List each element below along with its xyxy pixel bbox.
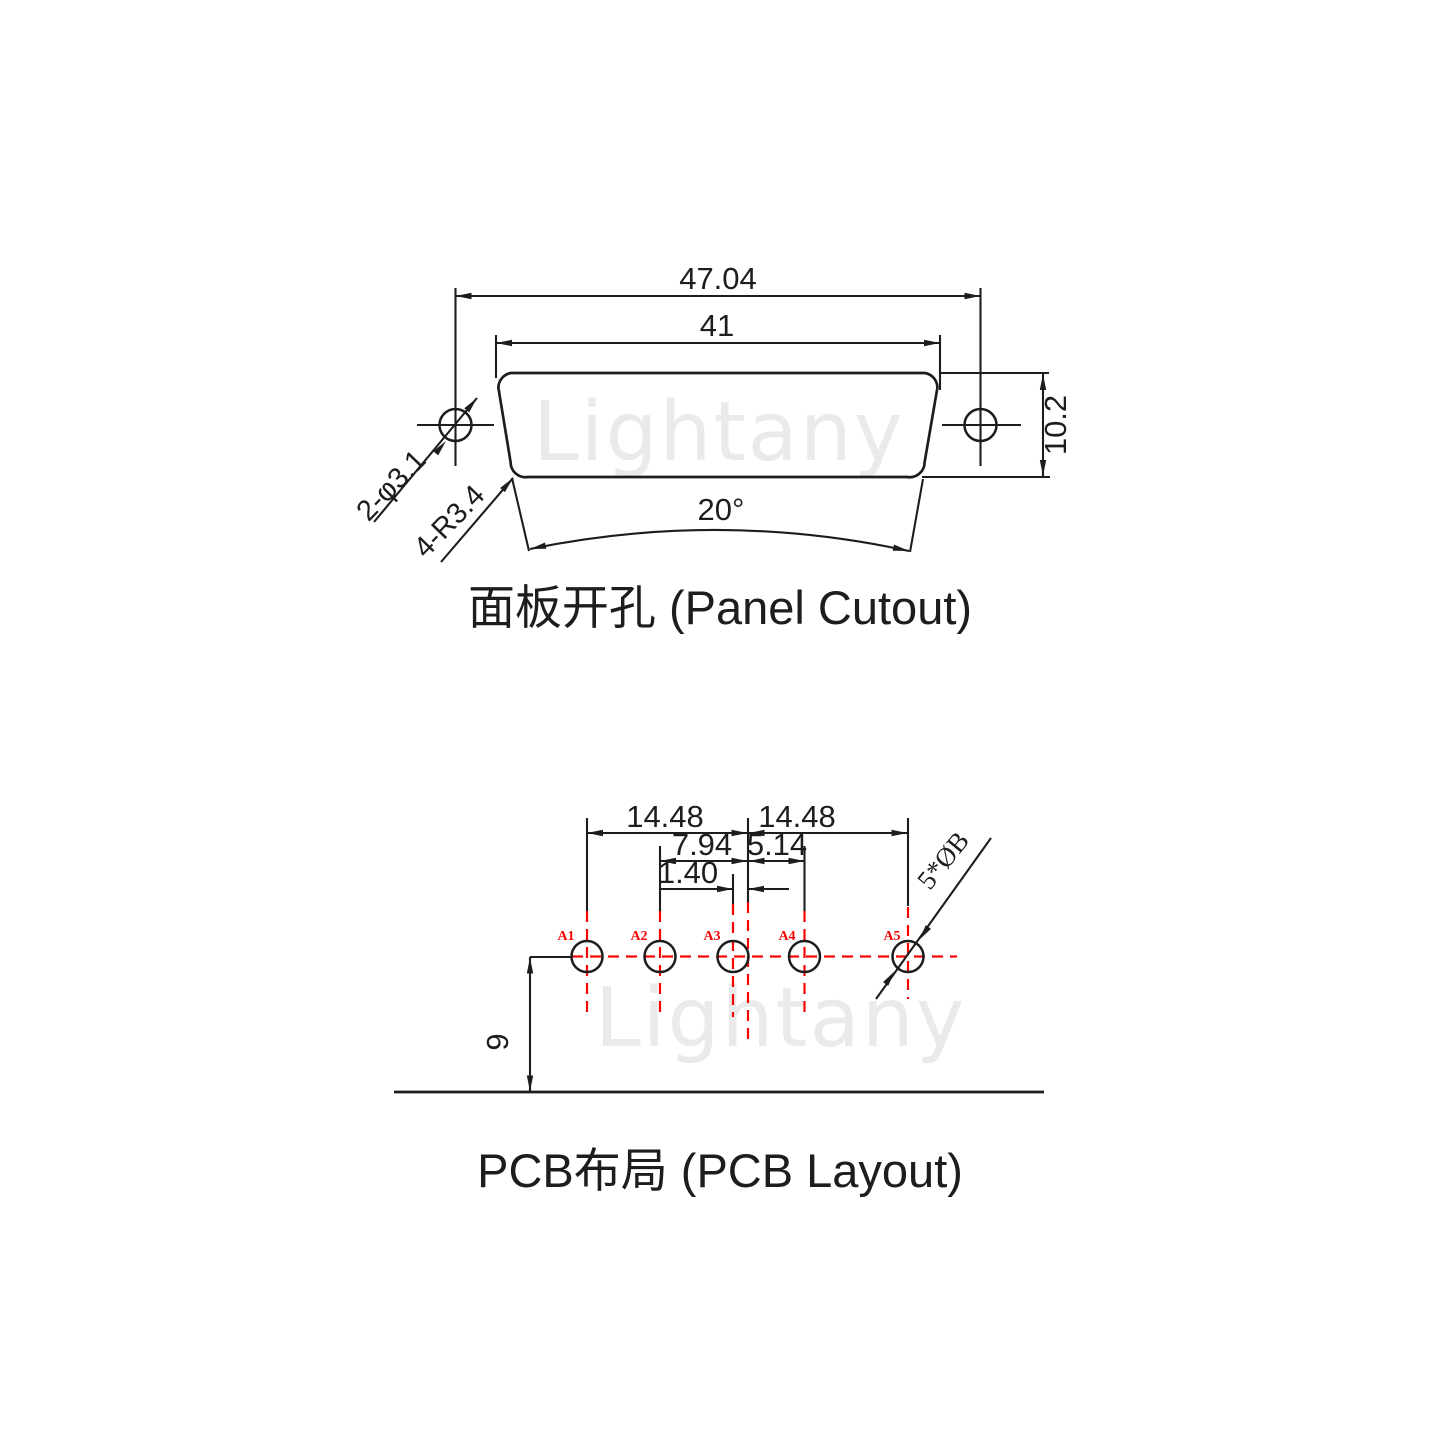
dim-1-40: 1.40	[658, 855, 789, 893]
arrowhead	[731, 857, 748, 865]
arrowhead	[433, 441, 446, 456]
angle-annotation-20: 20°	[510, 477, 925, 553]
dim-text-7-94: 7.94	[672, 827, 732, 862]
dim-span-left-14-48: 14.48	[587, 799, 748, 837]
dim-text-1-40: 1.40	[658, 855, 718, 890]
pin-hole-a3	[716, 939, 750, 974]
arrowhead	[464, 398, 477, 413]
pcb-layout-drawing: 14.48 14.48 7.94 5.14	[394, 799, 1044, 1094]
pin-hole-a5	[891, 939, 925, 974]
arrowhead	[748, 885, 764, 893]
pin-extension-lines	[585, 818, 910, 911]
arrowhead	[530, 542, 547, 549]
dim-opening-41: 41	[494, 308, 942, 390]
leader-corner-radius: 4-R3.4	[408, 477, 514, 564]
dim-7-94: 7.94	[660, 827, 748, 865]
dim-5-14: 5.14	[747, 827, 807, 865]
mounting-hole-right	[942, 407, 1021, 443]
dim-text-height: 10.2	[1038, 395, 1073, 455]
watermark-logo-top: Lightany	[533, 385, 905, 480]
angle-arc	[529, 528, 910, 553]
label-mounting-holes: 2-φ3.1	[351, 444, 433, 527]
arrowhead	[496, 339, 512, 347]
arrowhead	[660, 857, 676, 865]
arrowhead	[883, 971, 895, 986]
arrowhead	[526, 957, 534, 974]
arrowhead	[717, 885, 733, 893]
dim-text-5-14: 5.14	[747, 827, 807, 862]
pin-label-a2: A2	[630, 929, 647, 944]
arrowhead	[500, 478, 513, 493]
dim-span-right-14-48: 14.48	[748, 799, 908, 837]
arrowhead	[587, 829, 603, 837]
pin-label-a4: A4	[778, 929, 795, 944]
pin-hole-a2	[643, 939, 677, 974]
pin-hole-a1	[570, 939, 604, 974]
arrowhead	[964, 292, 981, 300]
arrowhead	[919, 925, 931, 940]
arrowhead	[455, 292, 472, 300]
dim-text-span-right: 14.48	[758, 799, 836, 834]
d-cutout-shape	[497, 371, 939, 479]
arrowhead	[892, 544, 909, 551]
arrowhead	[1039, 374, 1047, 390]
pin-holes	[570, 939, 925, 974]
dim-text-span-left: 14.48	[626, 799, 704, 834]
arrowhead	[891, 829, 908, 837]
pin-hole-a4	[787, 939, 822, 974]
arrowhead	[788, 857, 805, 865]
dim-text-opening: 41	[700, 308, 734, 343]
arrowhead	[748, 829, 765, 837]
panel-cutout-drawing: 47.04 41	[351, 261, 1073, 564]
label-hole-diameter: 5*ØB	[911, 826, 975, 895]
arrowhead	[526, 1075, 534, 1092]
panel-cutout-title: 面板开孔 (Panel Cutout)	[467, 581, 973, 634]
leader-hole-diameter: 5*ØB	[875, 826, 992, 1000]
pin-labels: A1 A2 A3 A4 A5	[557, 929, 900, 944]
arrowhead	[748, 857, 765, 865]
dim-text-9: 9	[480, 1033, 515, 1050]
dim-text-overall: 47.04	[679, 261, 757, 296]
pin-label-a5: A5	[883, 929, 900, 944]
arrowhead	[924, 339, 940, 347]
red-centerlines	[572, 902, 957, 1041]
pin-label-a1: A1	[557, 929, 574, 944]
pcb-layout-title: PCB布局 (PCB Layout)	[477, 1144, 963, 1197]
arrowhead	[731, 829, 748, 837]
pin-label-a3: A3	[703, 929, 720, 944]
dim-text-angle: 20°	[698, 492, 745, 527]
arrowhead	[1039, 460, 1047, 476]
dim-height-9: 9	[480, 955, 571, 1092]
watermark-logo-bottom: Lightany	[595, 971, 967, 1066]
dim-height-10-2: 10.2	[922, 371, 1073, 479]
dim-overall-47-04: 47.04	[454, 261, 982, 466]
